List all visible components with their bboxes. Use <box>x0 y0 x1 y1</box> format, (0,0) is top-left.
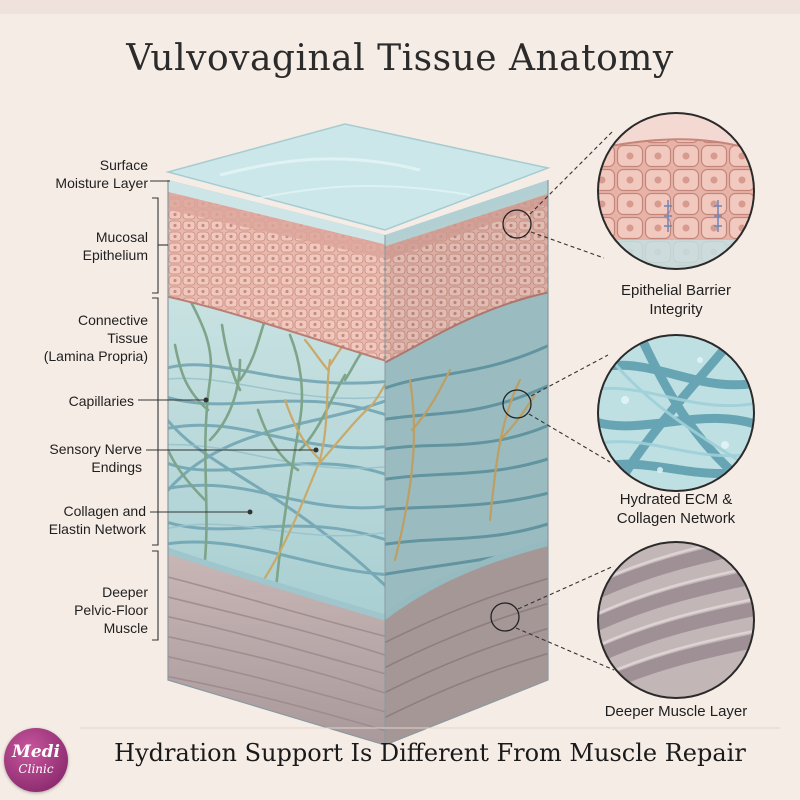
epithelium-marker <box>502 209 532 239</box>
block-front-face <box>168 180 385 745</box>
logo-text-medi: Medi <box>12 742 60 762</box>
label-mucosal-epithelium: Mucosal Epithelium <box>82 229 148 263</box>
label-sensory-nerve: Sensory Nerve Endings <box>49 441 142 475</box>
bottom-banner: Hydration Support Is Different From Musc… <box>114 739 746 767</box>
label-surface-moisture: Surface Moisture Layer <box>55 157 148 191</box>
label-capillaries: Capillaries <box>68 393 134 409</box>
caption-epithelial-barrier: Epithelial Barrier Integrity <box>620 282 732 318</box>
muscle-marker <box>490 602 520 632</box>
label-pelvic-floor-muscle: Deeper Pelvic-Floor Muscle <box>74 584 148 636</box>
caption-hydrated-ecm: Hydrated ECM & Collagen Network <box>616 491 736 527</box>
label-connective-tissue: Connective Tissue (Lamina Propria) <box>43 312 148 364</box>
clinic-logo: Medi Clinic <box>4 728 68 792</box>
caption-deeper-muscle: Deeper Muscle Layer <box>604 703 748 720</box>
ecm-marker <box>502 389 532 419</box>
label-collagen-elastin: Collagen and Elastin Network <box>48 503 146 537</box>
surface-moisture-top <box>165 123 551 231</box>
page-title: Vulvovaginal Tissue Anatomy <box>126 38 674 79</box>
logo-text-clinic: Clinic <box>18 762 54 776</box>
zoom-epithelial-barrier <box>597 112 755 270</box>
